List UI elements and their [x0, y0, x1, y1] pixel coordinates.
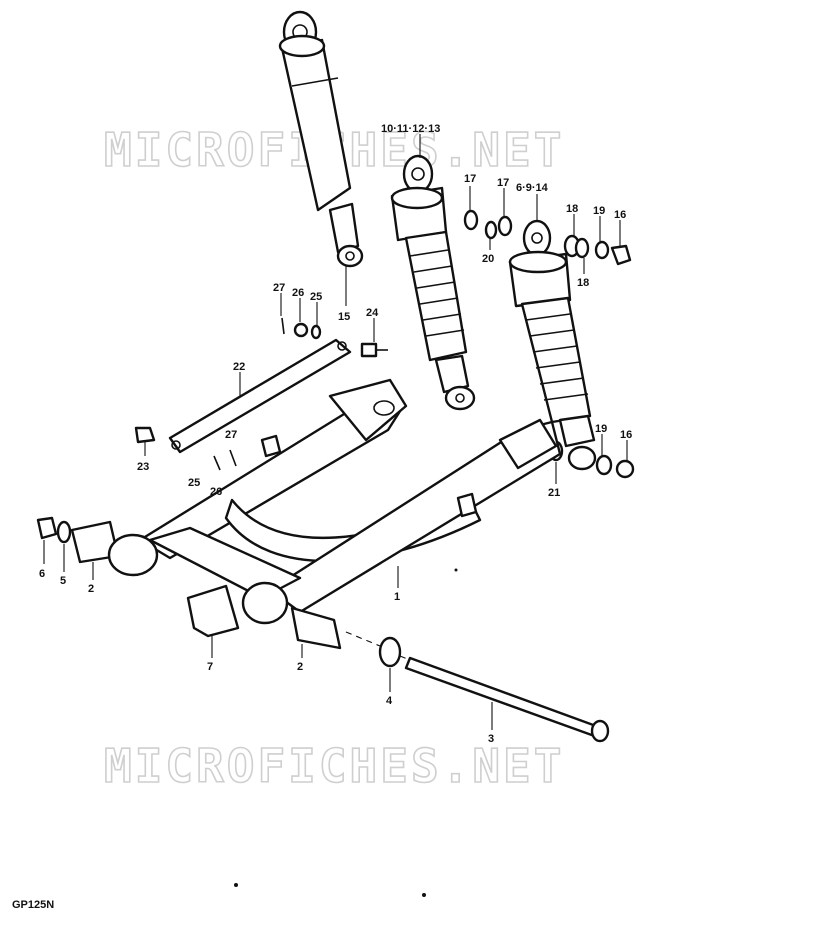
callout-25a: 25: [310, 291, 322, 303]
washer-19: [594, 240, 610, 260]
callout-2b: 2: [297, 661, 303, 673]
cotter-pin-27: [281, 317, 285, 335]
bushing-2-left: [70, 520, 159, 577]
callout-16a: 16: [614, 209, 626, 221]
speck: [422, 893, 426, 897]
washer-17b: [497, 215, 513, 237]
callout-18b: 18: [577, 277, 589, 289]
assembly-line: [345, 631, 411, 661]
bushing-2-right: [241, 581, 342, 650]
cotter-pin-27-lower: [229, 449, 237, 467]
callout-24: 24: [366, 307, 379, 319]
callout-23: 23: [137, 461, 149, 473]
nut-6: [36, 516, 58, 540]
callout-15: 15: [338, 311, 350, 323]
callout-20: 20: [482, 253, 494, 265]
callout-26a: 26: [292, 287, 304, 299]
bolt-24: [360, 342, 388, 358]
callout-26b: 26: [210, 486, 222, 498]
model-code: GP125N: [12, 899, 54, 911]
callout-27a: 27: [273, 282, 285, 294]
callout-6: 6: [39, 568, 45, 580]
callout-5: 5: [60, 575, 66, 587]
bolt-23: [134, 426, 156, 444]
washer-17a: [463, 209, 479, 231]
speck: [234, 883, 238, 887]
chain-guide-7: [186, 584, 240, 638]
watermark-bottom: MICROFICHES.NET: [104, 739, 564, 793]
washer-18: [563, 234, 590, 259]
callout-25b: 25: [188, 477, 200, 489]
leader-lines: [43, 134, 628, 730]
speck: [454, 568, 458, 572]
callout-17a: 17: [464, 173, 476, 185]
nut-16: [610, 244, 632, 266]
nut-16-lower: [615, 459, 635, 479]
nut-26-lower: [213, 455, 221, 471]
callout-7: 7: [207, 661, 213, 673]
pivot-shaft-3: [404, 656, 610, 743]
torque-link-22: [168, 338, 352, 454]
swing-arm: [138, 378, 562, 614]
callout-22: 22: [233, 361, 245, 373]
callout-4: 4: [386, 695, 393, 707]
shock-absorber-right: [508, 219, 597, 471]
callout-16b: 16: [620, 429, 632, 441]
callout-21: 21: [548, 487, 560, 499]
callout-2a: 2: [88, 583, 94, 595]
callout-19a: 19: [593, 205, 605, 217]
washer-4: [378, 636, 402, 668]
callout-18a: 18: [566, 203, 578, 215]
washer-19-lower: [595, 454, 613, 476]
shock-absorber-middle: [390, 154, 476, 411]
callout-1: 1: [394, 591, 400, 603]
callout-27b: 27: [225, 429, 237, 441]
callout-17b: 17: [497, 177, 509, 189]
callout-3: 3: [488, 733, 494, 745]
washer-25: [310, 324, 322, 340]
washer-5: [56, 520, 72, 544]
callout-10-11-12-13: 10·11·12·13: [381, 123, 440, 135]
callout-19b: 19: [595, 423, 607, 435]
nut-26: [293, 322, 309, 338]
washer-20: [484, 220, 498, 240]
callout-6-9-14: 6·9·14: [516, 182, 549, 194]
shock-absorber-left: [278, 10, 364, 268]
